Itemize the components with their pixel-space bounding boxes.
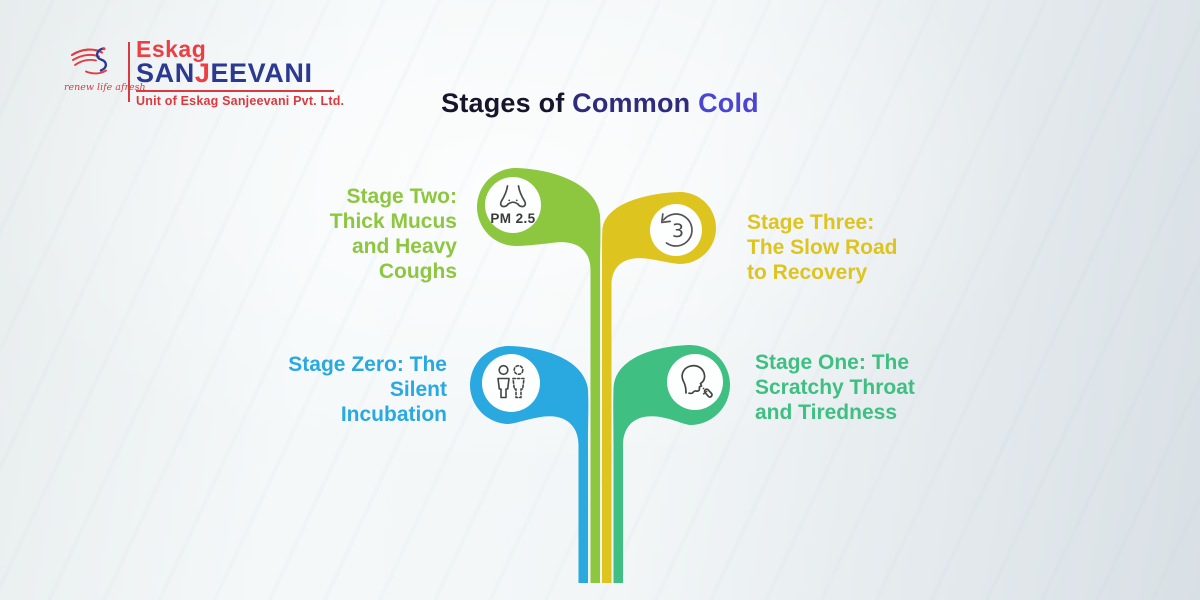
incubation-person-icon xyxy=(497,364,525,399)
logo-brand-main: SANJEEVANI xyxy=(136,58,313,88)
logo-divider xyxy=(128,42,130,102)
stage-one-label: Stage One: The Scratchy Throat and Tired… xyxy=(755,351,915,424)
stage-three-label: Stage Three: The Slow Road to Recovery xyxy=(747,211,898,284)
stage-zero-label: Stage Zero: The Silent Incubation xyxy=(288,353,447,426)
logo-tagline: renew life afresh xyxy=(64,82,146,93)
stage-two-label: Stage Two: Thick Mucus and Heavy Coughs xyxy=(329,185,457,283)
page-title: Stages of Common Cold xyxy=(0,88,1200,119)
title-part-indigo: Common xyxy=(572,88,699,118)
stage-zero-icon-circle xyxy=(482,354,540,412)
stage-two-icon-circle xyxy=(485,177,541,233)
logo-unit-line: Unit of Eskag Sanjeevani Pvt. Ltd. xyxy=(136,94,345,108)
logo-j-red: J xyxy=(194,58,211,88)
recovery-cycle-icon: 3 xyxy=(660,213,693,247)
recovery-3-label: 3 xyxy=(672,220,684,242)
logo-rule xyxy=(136,90,334,92)
title-part-dark: Stages of xyxy=(441,88,573,118)
stage-three-blob xyxy=(601,192,716,583)
logo-text-block: Eskag SANJEEVANI Unit of Eskag Sanjeevan… xyxy=(136,38,344,108)
nose-pm25-icon: PM 2.5 xyxy=(490,185,535,226)
logo-left-block: renew life afresh xyxy=(64,38,146,93)
title-part-violet: Cold xyxy=(698,88,759,118)
stage-one-icon-circle xyxy=(667,354,723,410)
brand-logo: renew life afresh Eskag SANJEEVANI Unit … xyxy=(64,38,344,109)
coughing-head-icon xyxy=(681,364,713,398)
logo-brand-top: Eskag xyxy=(136,36,207,62)
swan-bird-icon xyxy=(70,47,108,75)
pm25-label: PM 2.5 xyxy=(490,211,535,226)
